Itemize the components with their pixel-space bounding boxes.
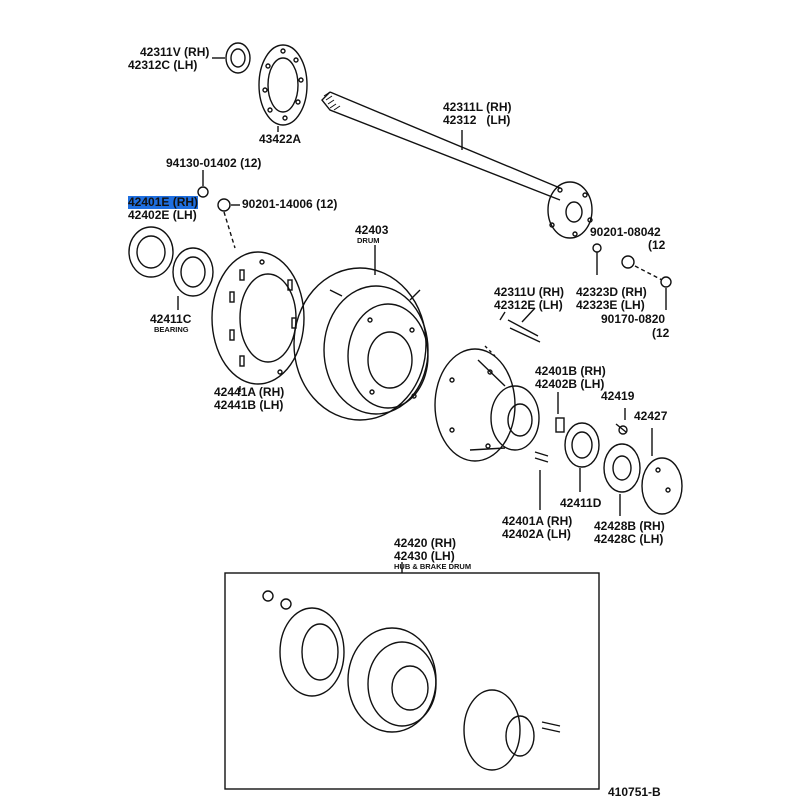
part-label-42312c: 42312C (LH): [128, 58, 198, 72]
assembly-hub[interactable]: [463, 689, 535, 771]
part-label-42312e: 42312E (LH): [494, 298, 563, 312]
part-caption-hub-brake-drum: HUB & BRAKE DRUM: [394, 562, 472, 571]
part-label-42401e: 42401E (RH): [128, 195, 199, 209]
pin-part[interactable]: [555, 417, 565, 433]
part-label-42311v: 42311V (RH): [140, 45, 210, 59]
washer-part[interactable]: [217, 198, 231, 212]
part-caption-bearing: BEARING: [154, 325, 189, 334]
stud-part[interactable]: [499, 311, 541, 343]
part-label-42427: 42427: [634, 409, 668, 423]
part-label-42312: 42312 (LH): [443, 113, 511, 127]
seal-part[interactable]: [128, 226, 174, 278]
lock-plate-part[interactable]: [603, 443, 641, 493]
part-label-90170: 90170-0820: [601, 312, 666, 326]
part-label-42441a: 42441A (RH): [214, 385, 285, 399]
assembly-backing-plate[interactable]: [279, 607, 345, 697]
part-label-42323e: 42323E (LH): [576, 298, 645, 312]
assembly-drum[interactable]: [347, 627, 437, 733]
hub-cover-part[interactable]: [641, 457, 683, 515]
bearing-part[interactable]: [172, 247, 214, 297]
part-label-42419: 42419: [601, 389, 635, 403]
spring-washer-part[interactable]: [621, 255, 635, 269]
part-qty-90201-08042: (12: [648, 238, 666, 252]
stud-leader: [521, 307, 536, 323]
part-label-42441b: 42441B (LH): [214, 398, 284, 412]
part-label-42411c: 42411C: [150, 312, 192, 326]
part-label-42402b: 42402B (LH): [535, 377, 605, 391]
hub-part[interactable]: [434, 348, 540, 462]
hub-dashed-line: [484, 345, 496, 357]
part-label-42402a: 42402A (LH): [502, 527, 571, 541]
small-washer-part[interactable]: [592, 243, 602, 253]
washer-dashed-line: [634, 265, 663, 281]
axle-shaft-part[interactable]: [321, 91, 593, 239]
bolt-part[interactable]: [615, 423, 628, 435]
assembly-nuts[interactable]: [262, 590, 292, 610]
brake-drum-part[interactable]: [293, 267, 429, 421]
nut-part[interactable]: [197, 186, 209, 198]
part-label-42428c: 42428C (LH): [594, 532, 664, 546]
part-label-42401b: 42401B (RH): [535, 364, 606, 378]
part-label-42411d: 42411D: [560, 496, 602, 510]
part-label-94130: 94130-01402 (12): [166, 156, 262, 170]
assembly-box: [224, 572, 600, 790]
part-label-42311u: 42311U (RH): [494, 285, 565, 299]
part-label-42311l: 42311L (RH): [443, 100, 512, 114]
outer-bearing-part[interactable]: [564, 422, 600, 468]
gasket-part[interactable]: [258, 44, 308, 126]
part-label-42428b: 42428B (RH): [594, 519, 665, 533]
part-label-90201-14006: 90201-14006 (12): [242, 197, 338, 211]
assembly-stud[interactable]: [541, 721, 561, 733]
part-qty-90170: (12: [652, 326, 670, 340]
part-label-43422a: 43422A: [259, 132, 302, 146]
part-label-42403: 42403: [355, 223, 389, 237]
figure-id: 410751-B: [608, 785, 661, 799]
part-label-42402e: 42402E (LH): [128, 208, 197, 222]
oil-seal-part[interactable]: [225, 42, 251, 74]
right-nut-part[interactable]: [660, 276, 672, 288]
short-stud-part[interactable]: [534, 451, 549, 463]
part-label-42430: 42430 (LH): [394, 549, 455, 563]
part-label-42323d: 42323D (RH): [576, 285, 647, 299]
part-label-90201-08042: 90201-08042: [590, 225, 661, 239]
part-label-42420: 42420 (RH): [394, 536, 457, 550]
part-caption-drum: DRUM: [357, 236, 380, 245]
part-label-42401a: 42401A (RH): [502, 514, 573, 528]
assembly-dashed-line: [223, 211, 236, 249]
backing-plate-part[interactable]: [211, 251, 305, 385]
